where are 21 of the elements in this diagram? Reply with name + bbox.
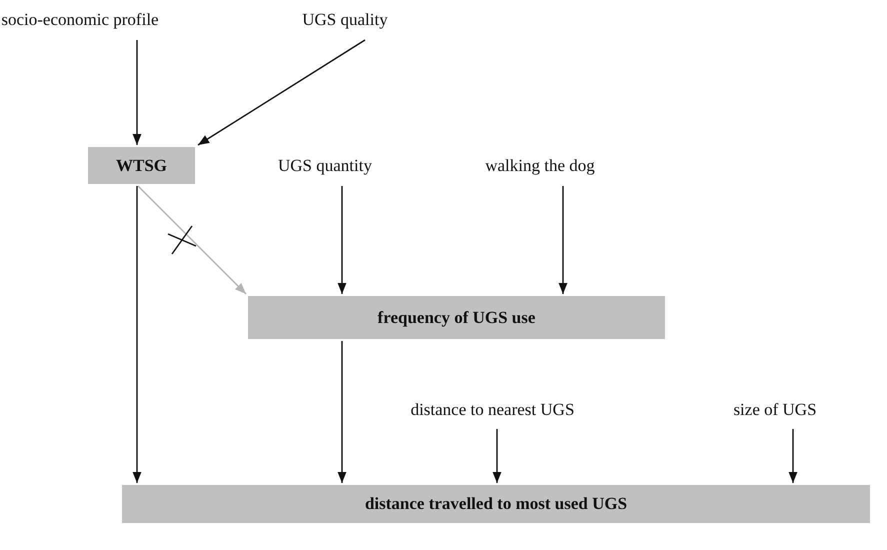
arrow [338,341,346,483]
arrow [198,39,366,146]
factor-label: socio-economic profile [0,2,160,38]
arrow [558,186,568,294]
factor-label: size of UGS [715,393,835,427]
process-box [248,296,665,339]
arrow [132,186,142,483]
box-label: WTSG [116,156,168,176]
factor-label: UGS quality [290,2,400,38]
arrow [138,186,246,294]
factor-label: walking the dog [465,148,615,184]
factor-label: UGS quantity [250,148,400,184]
factor-label: distance to nearest UGS [385,393,600,427]
arrow [132,40,142,145]
arrow [788,429,798,483]
process-box [88,147,195,184]
arrow [492,429,502,483]
arrow [338,186,346,294]
box-label: frequency of UGS use [378,308,536,328]
box-label: distance travelled to most used UGS [364,494,628,514]
process-box [122,485,870,523]
